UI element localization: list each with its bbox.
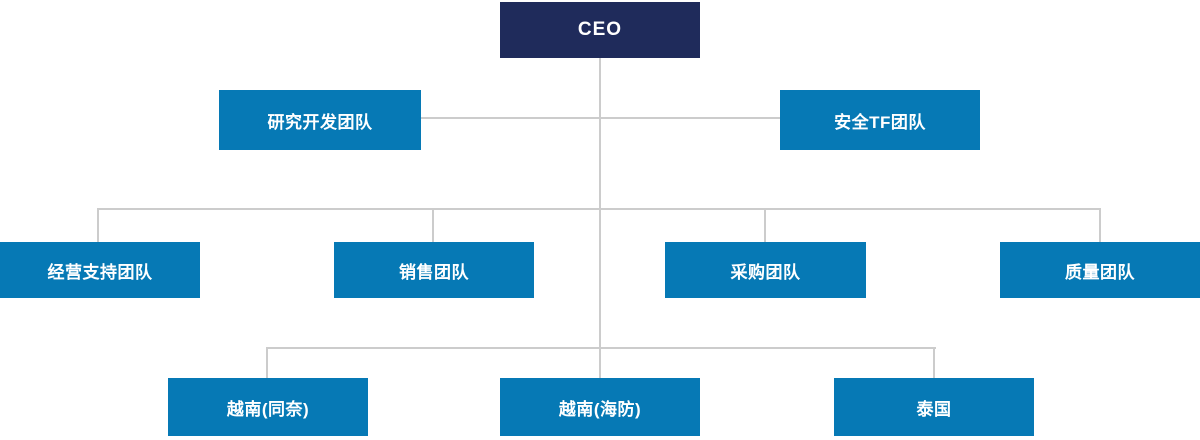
connector-drop-vietnam-dongnai	[266, 347, 268, 378]
connector-level3-horizontal	[97, 208, 1101, 210]
org-node-management-support-team: 经营支持团队	[0, 242, 200, 298]
org-node-sales-team: 销售团队	[334, 242, 534, 298]
connector-level2-horizontal	[421, 117, 780, 119]
org-node-safety-tf-team: 安全TF团队	[780, 90, 980, 150]
connector-trunk-vertical	[599, 58, 601, 350]
org-node-rnd-team: 研究开发团队	[219, 90, 421, 150]
org-node-purchasing-team: 采购团队	[665, 242, 866, 298]
org-node-quality-team: 质量团队	[1000, 242, 1200, 298]
connector-drop-thailand	[933, 347, 935, 378]
connector-drop-sales	[432, 208, 434, 242]
org-node-ceo: CEO	[500, 2, 700, 58]
connector-drop-mgmt	[97, 208, 99, 242]
org-node-vietnam-haiphong: 越南(海防)	[500, 378, 700, 436]
connector-drop-vietnam-haiphong	[599, 347, 601, 378]
connector-drop-purchasing	[764, 208, 766, 242]
org-node-vietnam-dongnai: 越南(同奈)	[168, 378, 368, 436]
connector-drop-quality	[1099, 208, 1101, 242]
connector-level4-horizontal	[266, 347, 936, 349]
org-node-thailand: 泰国	[834, 378, 1034, 436]
